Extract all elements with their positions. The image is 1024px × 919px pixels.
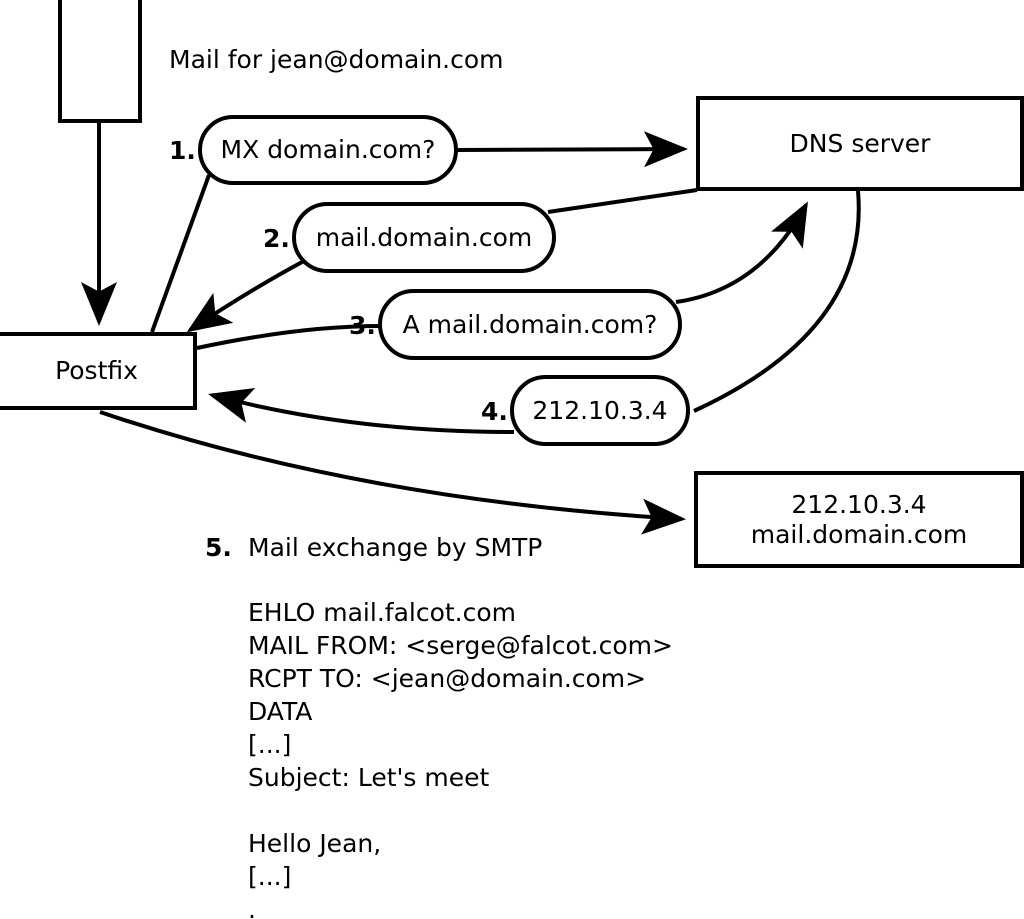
step-5-label: Mail exchange by SMTP [248, 533, 543, 562]
message-pill-1: MX domain.com? [198, 115, 458, 185]
dns-server-label: DNS server [789, 128, 931, 158]
message-pill-2-label: mail.domain.com [315, 222, 533, 252]
message-pill-4: 212.10.3.4 [510, 375, 690, 446]
sender-box [58, 0, 142, 123]
connector-postfix-to-mx-pill [150, 174, 211, 333]
message-pill-1-label: MX domain.com? [220, 135, 436, 165]
mail-server-node: 212.10.3.4 mail.domain.com [694, 471, 1024, 568]
connector-postfix-to-a-query [196, 324, 381, 350]
connector-postfix-to-mail-server [99, 410, 686, 535]
connector-dns-to-ip-answer [693, 190, 861, 413]
step-number-4: 4. [481, 397, 508, 426]
mail-for-caption: Mail for jean@domain.com [169, 45, 504, 74]
message-pill-3-label: A mail.domain.com? [402, 309, 658, 339]
connector-mail-answer-to-postfix [186, 259, 305, 333]
step-number-1: 1. [169, 136, 196, 165]
connector-mx-query-to-dns [457, 131, 688, 168]
smtp-transcript: EHLO mail.falcot.com MAIL FROM: <serge@f… [248, 598, 673, 919]
mail-server-label: 212.10.3.4 mail.domain.com [750, 490, 968, 549]
step-number-5: 5. [205, 533, 232, 562]
message-pill-3: A mail.domain.com? [378, 289, 682, 360]
dns-server-node: DNS server [696, 96, 1024, 191]
message-pill-2: mail.domain.com [292, 202, 556, 273]
connector-dns-to-mail-answer [547, 188, 698, 214]
postfix-node: Postfix [0, 332, 197, 410]
message-pill-4-label: 212.10.3.4 [532, 395, 668, 425]
postfix-label: Postfix [55, 356, 138, 386]
step-number-2: 2. [263, 224, 290, 253]
connector-ip-answer-to-postfix [208, 387, 515, 434]
step-number-3: 3. [349, 311, 376, 340]
connector-a-query-to-dns [675, 201, 808, 304]
